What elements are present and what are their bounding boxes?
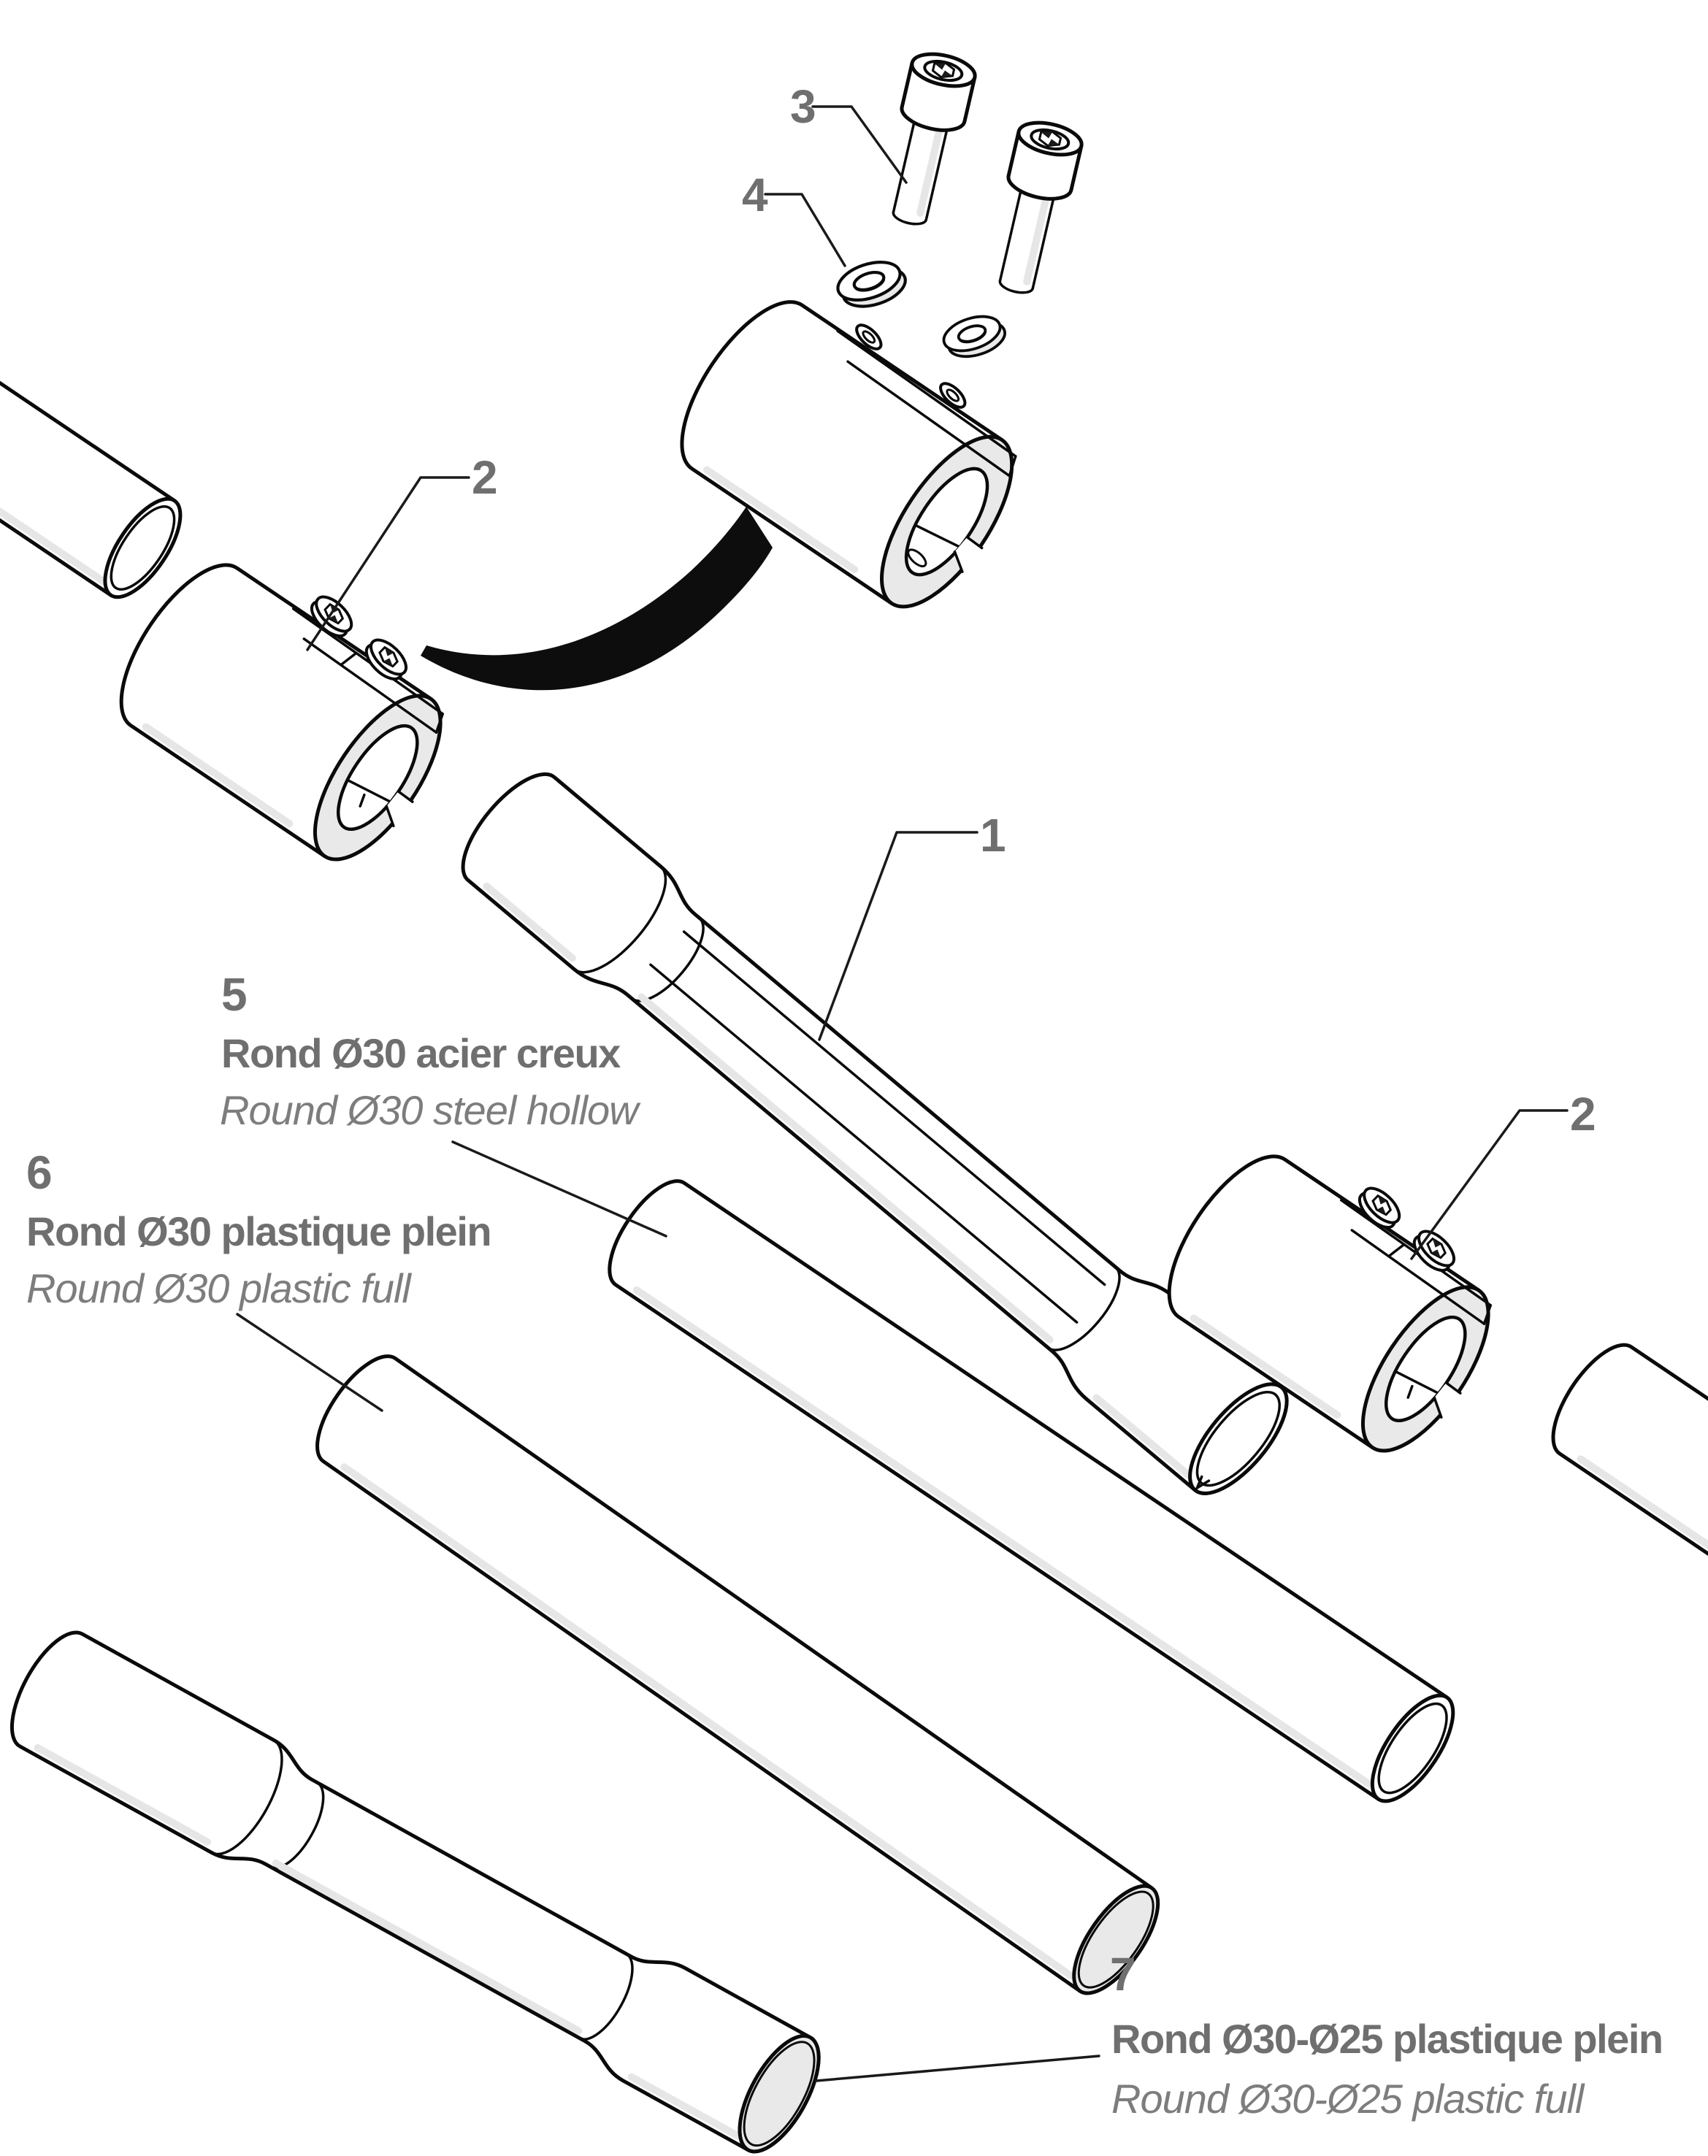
leader-4 — [764, 193, 846, 267]
label-5-fr: Rond Ø30 acier creux — [221, 1030, 621, 1076]
callout-5: 5 — [221, 968, 247, 1021]
leader-1 — [818, 831, 979, 1041]
label-7-fr: Rond Ø30-Ø25 plastique plein — [1111, 2016, 1663, 2062]
tube-bottom-right — [1551, 1343, 1708, 1668]
leader-2b — [1410, 1109, 1569, 1260]
label-7-en: Round Ø30-Ø25 plastic full — [1111, 2076, 1585, 2122]
motion-arrow — [421, 507, 773, 691]
leader-6 — [236, 1313, 383, 1412]
screw-1 — [877, 49, 979, 231]
rod-stepped-plastic — [9, 1630, 821, 2154]
clamp-left — [98, 521, 484, 881]
tube-steel-hollow — [608, 1179, 1455, 1803]
callout-2a: 2 — [472, 451, 497, 504]
leader-2a — [306, 476, 470, 651]
leader-3 — [811, 105, 908, 184]
callout-7: 7 — [1110, 1948, 1136, 2000]
label-5-en: Round Ø30 steel hollow — [220, 1087, 641, 1133]
label-6-fr: Rond Ø30 plastique plein — [26, 1208, 491, 1254]
screw-2 — [984, 118, 1085, 299]
rod-plastic-full — [315, 1354, 1160, 1995]
tube-top-left — [0, 252, 183, 599]
washer-2 — [938, 307, 1011, 366]
callout-6: 6 — [26, 1146, 52, 1199]
leader-7 — [815, 2055, 1100, 2082]
part-1-center-tube — [461, 772, 1289, 1495]
leader-5 — [451, 1140, 667, 1238]
clamp-open-top — [680, 300, 1017, 609]
label-6-en: Round Ø30 plastic full — [26, 1265, 412, 1311]
callout-1: 1 — [980, 809, 1006, 862]
callout-4: 4 — [742, 169, 768, 221]
callout-3: 3 — [790, 80, 816, 133]
callout-2b: 2 — [1570, 1088, 1596, 1140]
